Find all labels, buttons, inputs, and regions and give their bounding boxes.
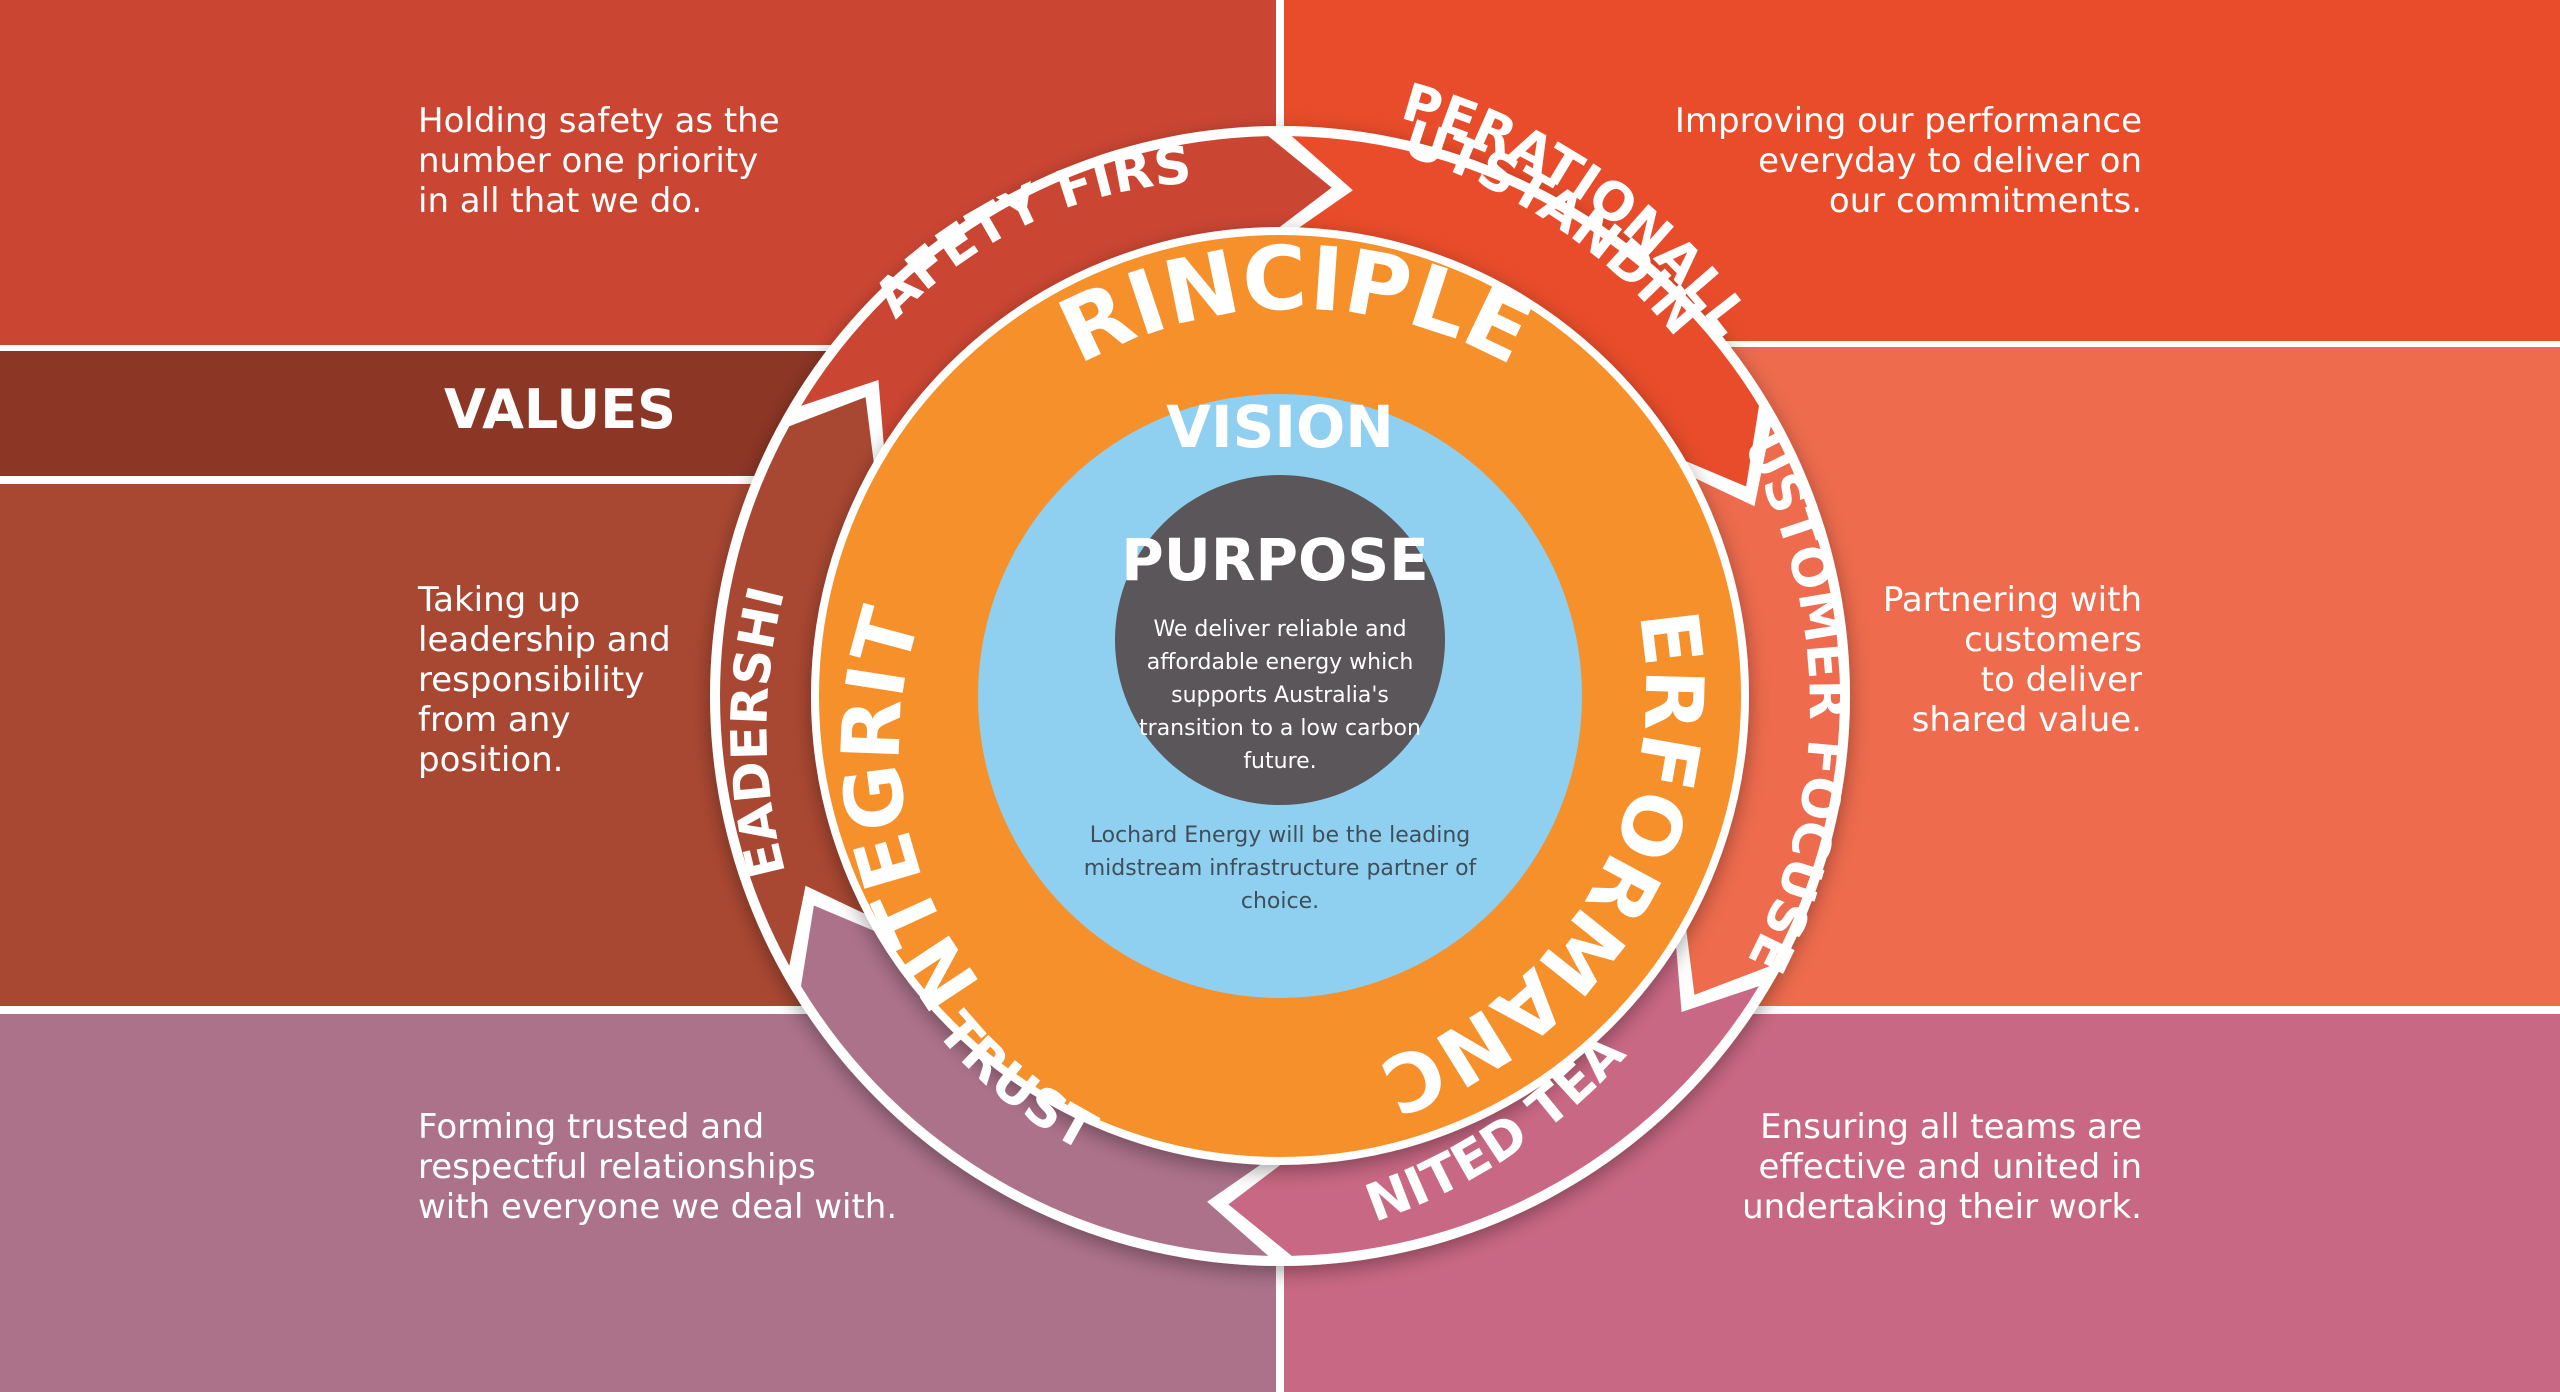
segment-customer-focused [1684, 426, 1840, 995]
segment-leadership [719, 397, 876, 966]
purpose-disc [1115, 475, 1445, 805]
customer-focused-description: Partnering with customers to deliver sha… [1882, 580, 2142, 740]
segment-safety-first [800, 136, 1332, 457]
values-bar-label: VALUES [444, 378, 676, 441]
values-bar [0, 351, 880, 476]
vision-title: VISION [1166, 393, 1394, 461]
segment-united-team [1228, 935, 1760, 1256]
leadership-description: Taking up leadership and responsibility … [418, 580, 671, 780]
safety-first-description: Holding safety as the number one priorit… [418, 101, 780, 221]
operationally-outstanding-description: Improving our performance everyday to de… [1674, 101, 2142, 221]
united-team-description: Ensuring all teams are effective and uni… [1742, 1107, 2142, 1227]
trust-description: Forming trusted and respectful relations… [418, 1107, 898, 1227]
purpose-title: PURPOSE [1121, 526, 1428, 594]
